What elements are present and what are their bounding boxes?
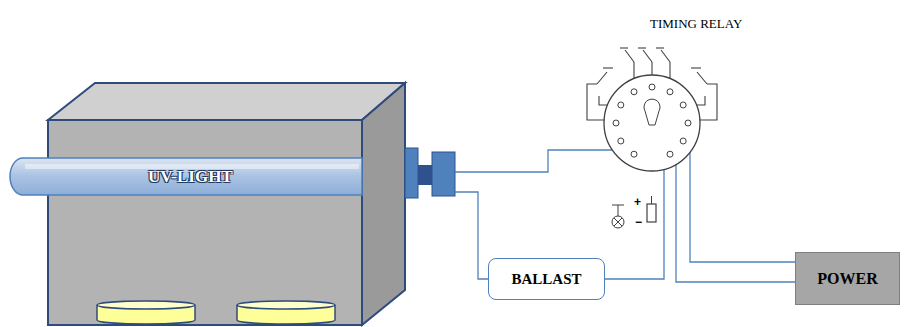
relay-pin — [618, 102, 624, 108]
relay-pin — [680, 138, 686, 144]
relay-pin — [685, 120, 691, 126]
tube-glass — [10, 158, 362, 195]
timing-relay: TIMING RELAY — [575, 12, 770, 212]
lamp-lead — [612, 205, 624, 206]
contact-fixed — [603, 67, 613, 68]
wire — [676, 165, 795, 282]
contact-blade — [597, 72, 607, 84]
contact-fixed — [638, 47, 646, 48]
dish-top — [97, 301, 195, 309]
wire — [455, 150, 612, 172]
contact-blade — [625, 50, 634, 62]
wire — [605, 169, 664, 279]
relay-pin — [667, 89, 673, 95]
wire — [455, 192, 488, 279]
chamber-side — [362, 83, 405, 325]
coil-symbol — [647, 196, 656, 222]
dish-edge — [96, 305, 98, 320]
petri-dish — [97, 301, 195, 324]
chamber-front — [48, 120, 362, 325]
contact-fixed — [691, 67, 701, 68]
indicator-lamp-symbol — [612, 205, 624, 228]
coil-lead — [651, 196, 652, 204]
polarity-sign: + — [634, 196, 641, 208]
relay-pin — [680, 102, 686, 108]
ballast-box: BALLAST — [488, 258, 605, 300]
socket-neck — [418, 165, 432, 185]
relay-socket-symbol — [575, 12, 770, 212]
dish-edge — [194, 305, 196, 320]
contact-blade — [697, 72, 707, 84]
relay-base — [604, 75, 700, 171]
relay-pin — [613, 120, 619, 126]
node-label: TIMING RELAY — [650, 16, 742, 32]
relay-pin — [667, 151, 673, 157]
contact-fixed — [656, 47, 664, 48]
dish-edge — [334, 305, 336, 320]
relay-pin — [631, 89, 637, 95]
node-label: BALLAST — [511, 271, 581, 288]
lamp-circle — [612, 216, 624, 228]
contact-blade — [661, 50, 670, 62]
plug — [432, 152, 455, 196]
relay-key — [644, 99, 660, 125]
contact-blade — [643, 50, 652, 62]
node-label: UV-LIGHT — [148, 167, 233, 187]
chamber-top — [48, 83, 405, 120]
contact-fixed — [620, 47, 628, 48]
power-box: POWER — [795, 252, 900, 305]
node-label: POWER — [817, 270, 877, 288]
lamp-lead — [618, 205, 619, 216]
coil-body — [647, 204, 656, 222]
lamp-socket — [405, 148, 418, 198]
lamp-cross — [614, 218, 622, 226]
relay-pin — [631, 151, 637, 157]
wire — [690, 152, 795, 262]
uv-lamp-tube: UV-LIGHT — [5, 145, 455, 200]
petri-dish — [237, 301, 335, 324]
relay-pin — [618, 138, 624, 144]
dish-top — [237, 301, 335, 309]
lamp-cross — [614, 218, 622, 226]
relay-pin — [649, 84, 655, 90]
polarity-sign: − — [635, 216, 642, 228]
dish-edge — [236, 305, 238, 320]
